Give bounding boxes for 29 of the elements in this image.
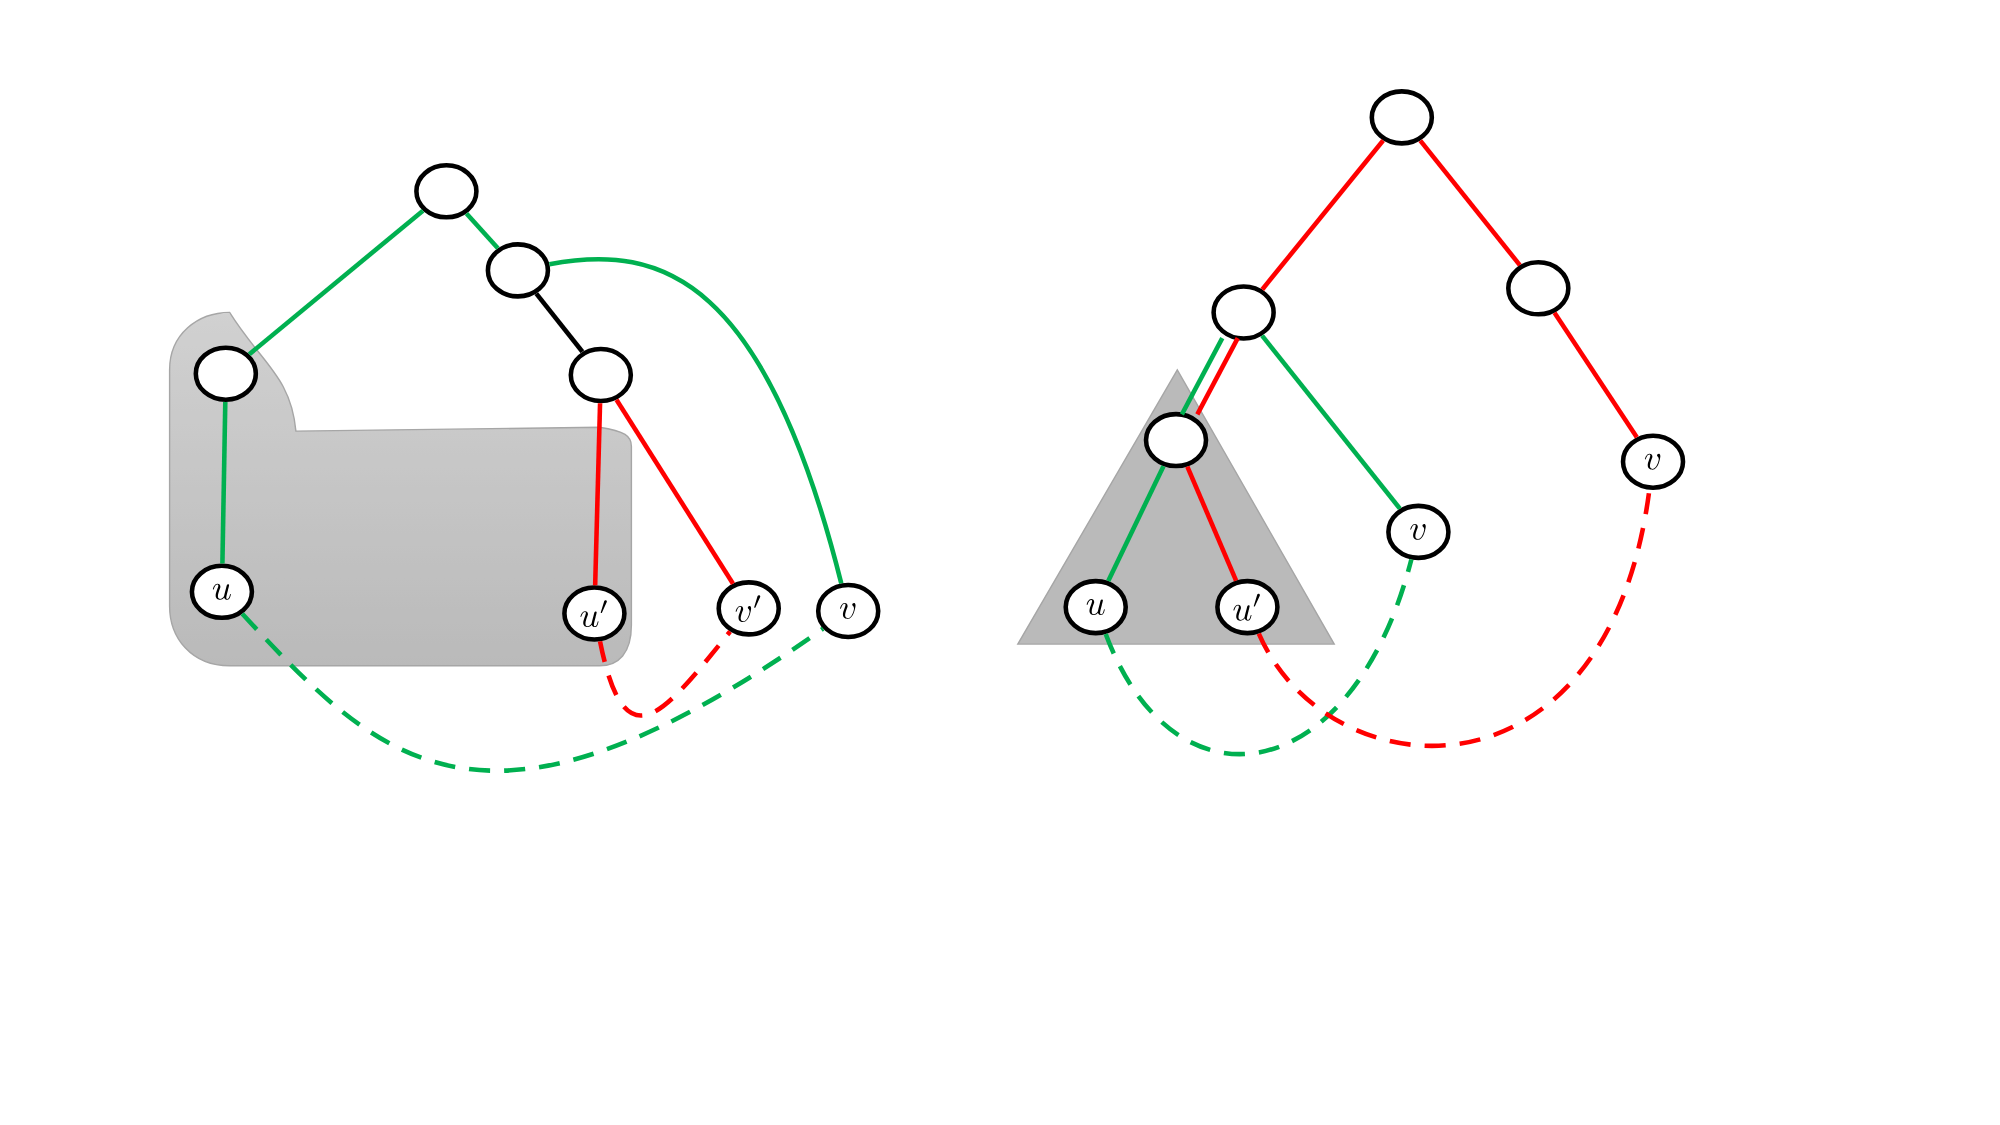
dashed-connector — [240, 612, 825, 773]
labeled-node: $v$ — [815, 582, 881, 640]
empty-node — [1506, 260, 1571, 317]
dashed-connector — [597, 630, 732, 718]
tree-edge — [1260, 334, 1402, 511]
tree-edge — [247, 208, 425, 357]
tree-edge — [220, 401, 228, 564]
tree-edge — [1552, 311, 1639, 439]
empty-node — [414, 163, 479, 220]
empty-node — [1211, 284, 1276, 341]
tree-edge — [1185, 465, 1239, 582]
tree-edge — [614, 398, 735, 585]
tree-edge — [1260, 139, 1385, 291]
tree-edge — [1418, 139, 1522, 267]
tree-edge — [464, 211, 500, 250]
tree-edge — [592, 403, 603, 586]
empty-node — [1369, 89, 1435, 146]
empty-node — [485, 242, 551, 299]
labeled-node: $v'$ — [716, 580, 781, 637]
tree-edge — [549, 257, 844, 584]
empty-node — [568, 346, 634, 404]
labeled-node: $v$ — [1386, 503, 1451, 561]
labeled-node: $v$ — [1620, 433, 1686, 490]
tree-edge — [1179, 337, 1225, 416]
empty-node — [1143, 411, 1209, 469]
tree-edge — [1195, 337, 1240, 416]
tree-edge — [1106, 465, 1166, 583]
dashed-connector — [1103, 558, 1414, 756]
tree-edge — [534, 292, 585, 354]
